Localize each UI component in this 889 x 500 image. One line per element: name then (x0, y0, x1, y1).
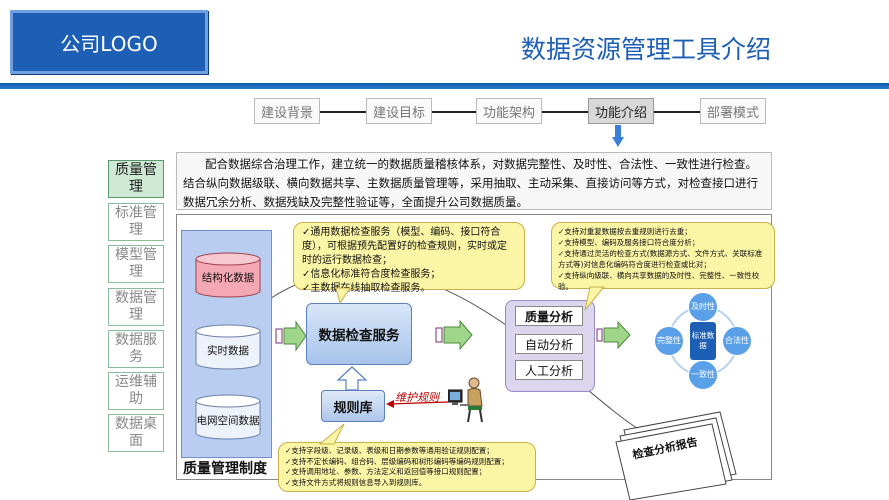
callout-line: ✓信息化标准符合度检查服务； (302, 269, 441, 280)
nav-item-architecture[interactable]: 功能架构 (476, 98, 543, 124)
rule-library: 规则库 (321, 390, 385, 422)
rules-callout: ✓支持字段级、记录级、表级和日期参数等通用验证规则配置； ✓支持不定长编码、组合… (278, 442, 536, 492)
callout-line: ✓支持调用地址、参数、方法定义和返回值等接口规则配置； (285, 467, 487, 476)
spatial-data-source: 电网空间数据 (195, 394, 261, 440)
person-at-computer-icon (448, 377, 483, 423)
structured-data-source: 结构化数据 (195, 252, 261, 298)
green-arrow-icon (435, 319, 473, 351)
nav-item-goals[interactable]: 建设目标 (366, 98, 433, 124)
callout-line: ✓支持对重复数据按去重规则进行去重； (558, 227, 692, 236)
sidebar-item-standard[interactable]: 标准管理 (108, 203, 164, 241)
sidebar-item-ops[interactable]: 运维辅助 (108, 372, 164, 410)
sidebar-item-data[interactable]: 数据管理 (108, 288, 164, 326)
nav-item-introduction[interactable]: 功能介绍 (588, 98, 655, 124)
database-icon (195, 394, 261, 440)
data-check-service: 数据检查服务 (306, 303, 412, 365)
sidebar-item-desktop[interactable]: 数据桌面 (108, 414, 164, 452)
database-icon (195, 252, 261, 298)
legality-bubble: 合法性 (722, 326, 752, 356)
callout-line: ✓主数据在线抽取检查服务。 (302, 283, 431, 294)
consistency-bubble: 一致性 (688, 360, 718, 390)
quality-analysis-button[interactable]: 质量分析 (515, 306, 583, 326)
completeness-bubble: 完整性 (654, 326, 684, 356)
source-label: 结构化数据 (201, 272, 255, 284)
sidebar-item-quality[interactable]: 质量管理 (108, 160, 164, 198)
callout-line: ✓支持通过灵活的检查方式(数据源方式、文件方式、关联标准方式等)对信息化编码符合… (558, 249, 763, 269)
quality-system-label: 质量管理制度 (183, 461, 267, 477)
callout-line: ✓支持模型、编码及服务接口符合度分析； (558, 238, 700, 247)
manual-analysis-button[interactable]: 人工分析 (515, 360, 583, 380)
page-title: 数据资源管理工具介绍 (520, 35, 771, 64)
callout-line: ✓支持字段级、记录级、表级和日期参数等通用验证规则配置； (285, 446, 494, 455)
nav-item-background[interactable]: 建设背景 (254, 98, 321, 124)
auto-analysis-button[interactable]: 自动分析 (515, 334, 583, 354)
green-arrow-icon (596, 320, 631, 350)
green-arrow-icon (275, 320, 307, 352)
service-callout: ✓通用数据检查服务（模型、编码、接口符合度），可根据预先配置好的检查规则，实时或… (293, 222, 525, 294)
company-logo: 公司LOGO (10, 10, 208, 74)
analysis-callout: ✓支持对重复数据按去重规则进行去重； ✓支持模型、编码及服务接口符合度分析； ✓… (551, 222, 775, 291)
callout-line: ✓支持不定长编码、组合码、层级编码和树形编码等编码规则配置； (285, 456, 509, 466)
callout-line: ✓支持文件方式将规则信息导入到规则库。 (285, 477, 427, 487)
standard-data-core: 标准数据 (690, 322, 716, 360)
timeliness-bubble: 及时性 (688, 292, 718, 322)
database-icon (195, 324, 261, 370)
source-label: 实时数据 (207, 345, 249, 357)
callout-line: ✓通用数据检查服务（模型、编码、接口符合度），可根据预先配置好的检查规则，实时或… (302, 227, 507, 266)
realtime-data-source: 实时数据 (195, 324, 261, 370)
nav-item-deployment[interactable]: 部署模式 (700, 98, 767, 124)
report-document-icon (615, 411, 737, 500)
intro-text: 配合数据综合治理工作，建立统一的数据质量稽核体系，对数据完整性、及时性、合法性、… (176, 152, 772, 210)
header-divider (0, 83, 889, 89)
sidebar-item-model[interactable]: 模型管理 (108, 245, 164, 283)
source-label: 电网空间数据 (196, 415, 260, 427)
maintain-rules-label: 维护规则 (395, 391, 439, 404)
sidebar-item-service[interactable]: 数据服务 (108, 330, 164, 368)
down-arrow-icon (612, 125, 624, 147)
callout-line: ✓支持纵向级联、横向共享数据的及时性、完整性、一致性校验。 (558, 271, 760, 291)
